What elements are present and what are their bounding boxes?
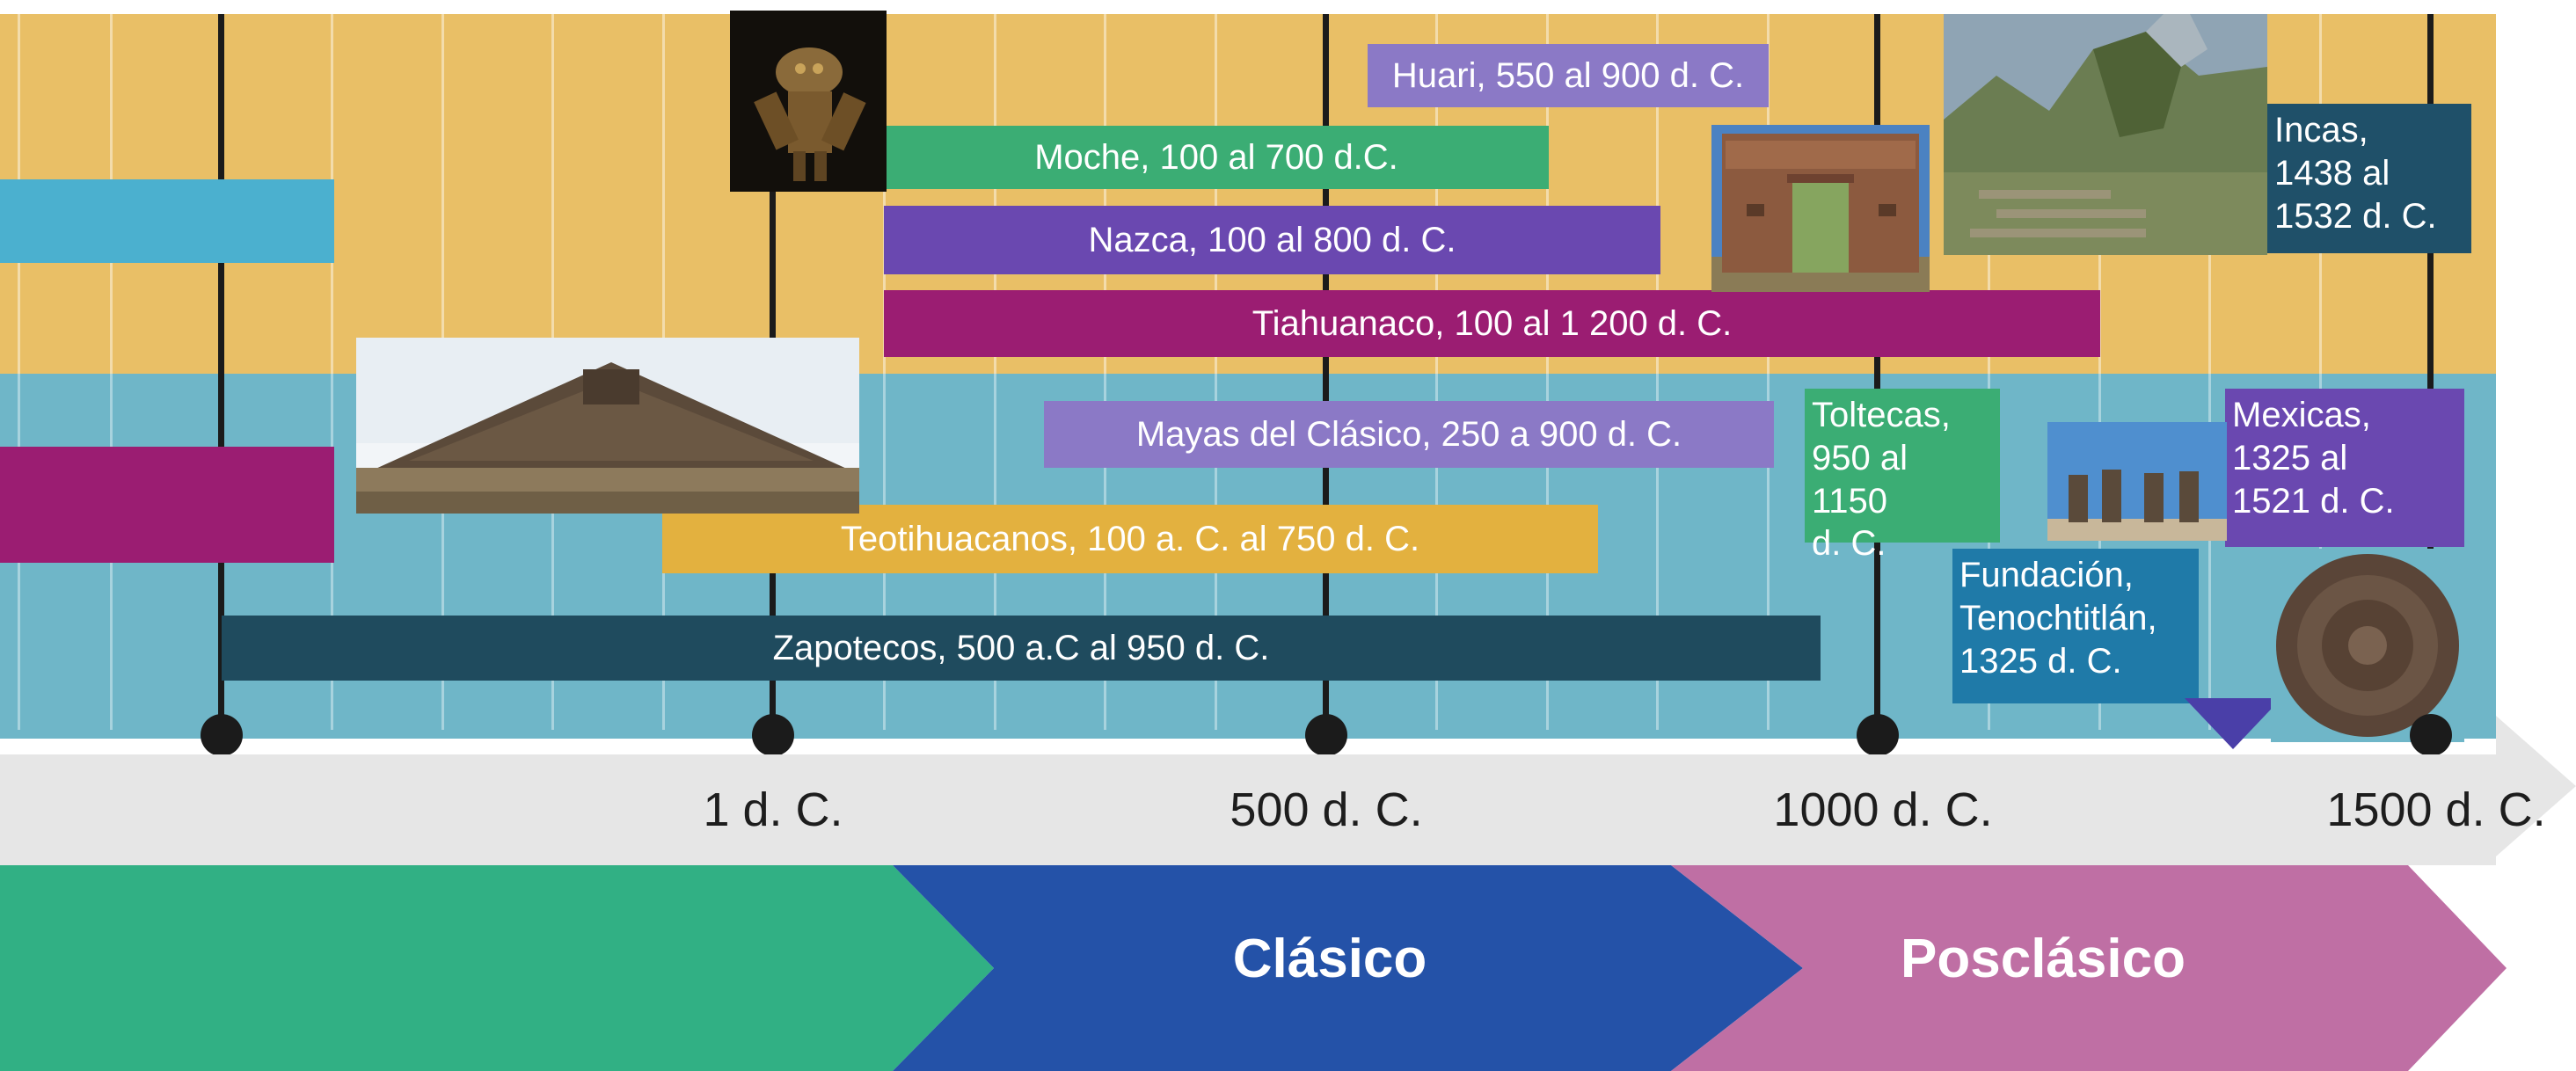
period-label-posclasico: Posclásico <box>1901 929 2186 989</box>
axis-dot-1500-ad <box>2410 714 2452 756</box>
clasico-chevron <box>893 865 1803 1071</box>
grid-line <box>551 374 554 730</box>
grid-line <box>2208 374 2211 730</box>
left-cyan-bar <box>0 179 334 263</box>
teotihuacanos-bar: Teotihuacanos, 100 a. C. al 750 d. C. <box>662 505 1598 573</box>
axis-line-500-ad <box>1323 14 1329 735</box>
grid-line <box>662 14 665 374</box>
tiahuanaco-gate-photo <box>1711 125 1930 292</box>
time-axis-arrow <box>0 716 2576 865</box>
axis-dot-500-bc <box>201 714 243 756</box>
incas-box: Incas, 1438 al 1532 d. C. <box>2267 104 2471 253</box>
left-magenta-bar <box>0 447 334 563</box>
tick-label-500-ad: 500 d. C. <box>1230 783 1423 836</box>
axis-line-1500-ad <box>2427 14 2434 735</box>
axis-line-500-bc <box>218 14 224 735</box>
nazca-bar: Nazca, 100 al 800 d. C. <box>884 206 1660 274</box>
grid-line <box>1215 14 1217 374</box>
grid-line <box>883 14 886 374</box>
grid-line <box>1546 14 1549 374</box>
toltecas-box: Toltecas, 950 al 1150 d. C. <box>1805 389 2000 563</box>
mexicas-box: Mexicas, 1325 al 1521 d. C. <box>2225 389 2464 547</box>
grid-line <box>1656 14 1659 374</box>
tick-label-1500-ad: 1500 d. C. <box>2326 783 2546 836</box>
teotihuacan-pyramid-photo <box>356 338 859 514</box>
grid-line <box>441 14 444 374</box>
machu-picchu-photo <box>1944 14 2267 255</box>
preclasico-chevron <box>0 865 994 1071</box>
grid-line <box>441 374 444 730</box>
grid-line <box>1767 374 1770 730</box>
axis-dot-1-ad <box>752 714 794 756</box>
axis-dot-1000-ad <box>1857 714 1899 756</box>
grid-line <box>1656 374 1659 730</box>
mayas-bar: Mayas del Clásico, 250 a 900 d. C. <box>1044 401 1774 468</box>
moche-figure-photo <box>730 11 887 192</box>
zapotecos-bar: Zapotecos, 500 a.C al 950 d. C. <box>222 616 1821 681</box>
grid-line <box>1104 14 1106 374</box>
axis-dot-500-ad <box>1305 714 1347 756</box>
tick-label-1000-ad: 1000 d. C. <box>1773 783 1993 836</box>
fundacion-box: Fundación, Tenochtitlán, 1325 d. C. <box>1952 549 2199 703</box>
grid-line <box>551 14 554 374</box>
moche-bar: Moche, 100 al 700 d.C. <box>884 126 1549 189</box>
tula-atlantes-photo <box>2047 422 2227 541</box>
grid-line <box>1435 14 1438 374</box>
period-label-clasico: Clásico <box>1232 929 1427 989</box>
tiahuanaco-bar: Tiahuanaco, 100 al 1 200 d. C. <box>884 290 2100 357</box>
aztec-sun-stone-photo <box>2271 549 2464 742</box>
fundacion-pointer <box>2185 698 2281 749</box>
tick-label-1-ad: 1 d. C. <box>703 783 843 836</box>
huari-bar: Huari, 550 al 900 d. C. <box>1368 44 1769 107</box>
top-white-strip <box>0 0 2576 14</box>
period-chevrons <box>0 865 2507 1071</box>
grid-line <box>994 14 996 374</box>
axis-line-1000-ad <box>1874 14 1880 735</box>
posclasico-chevron <box>1671 865 2507 1071</box>
